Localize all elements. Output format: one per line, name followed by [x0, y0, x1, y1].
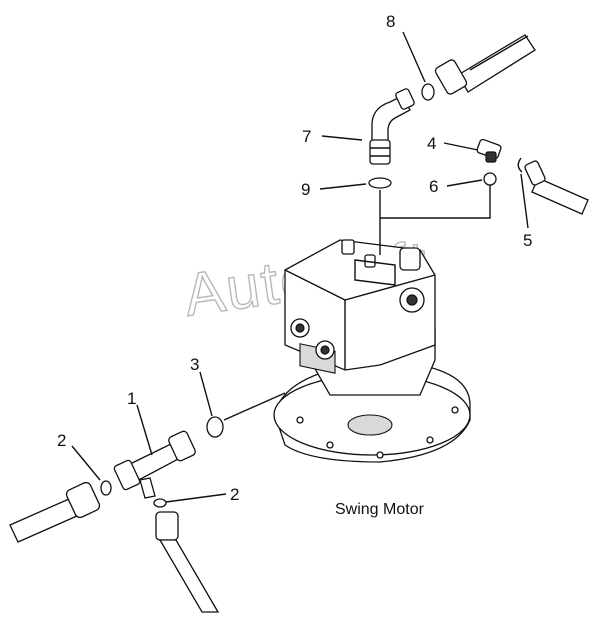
port-leader-lines — [379, 185, 491, 255]
callout-4: 4 — [427, 134, 436, 153]
leader-6 — [446, 179, 483, 187]
leader-8 — [402, 31, 426, 83]
hose-right — [524, 160, 589, 215]
leader-2a — [71, 445, 101, 481]
callout-8: 8 — [386, 12, 395, 31]
callout-9: 9 — [301, 180, 310, 199]
leader-4 — [443, 142, 479, 151]
leader-1 — [136, 404, 153, 456]
o-ring-2-lower — [153, 498, 167, 508]
small-elbow-fitting-4 — [476, 138, 502, 163]
diagram-caption: Swing Motor — [335, 501, 425, 518]
callout-3: 3 — [190, 355, 199, 374]
callout-2-lower: 2 — [230, 485, 239, 504]
callout-6: 6 — [429, 177, 438, 196]
elbow-fitting-7 — [369, 88, 415, 165]
seal-5 — [517, 157, 523, 173]
hose-upper-right — [434, 34, 536, 95]
swing-motor — [273, 239, 471, 463]
o-ring-2-left — [100, 480, 112, 496]
tee-fitting-1 — [113, 430, 196, 499]
leader-7 — [321, 135, 363, 141]
callout-1: 1 — [127, 389, 136, 408]
hose-lower — [155, 511, 220, 613]
leader-5 — [520, 173, 529, 229]
o-ring-8 — [421, 83, 435, 101]
o-ring-3-leader — [223, 392, 286, 421]
hose-lower-left — [9, 481, 101, 543]
o-ring-6 — [483, 172, 497, 186]
callout-5: 5 — [523, 231, 532, 250]
leader-2b — [165, 493, 227, 503]
o-ring-9 — [368, 177, 392, 189]
callout-2-left: 2 — [57, 431, 66, 450]
callout-7: 7 — [302, 127, 311, 146]
leader-9 — [319, 183, 367, 190]
o-ring-3 — [206, 416, 224, 438]
leader-3 — [199, 371, 213, 417]
